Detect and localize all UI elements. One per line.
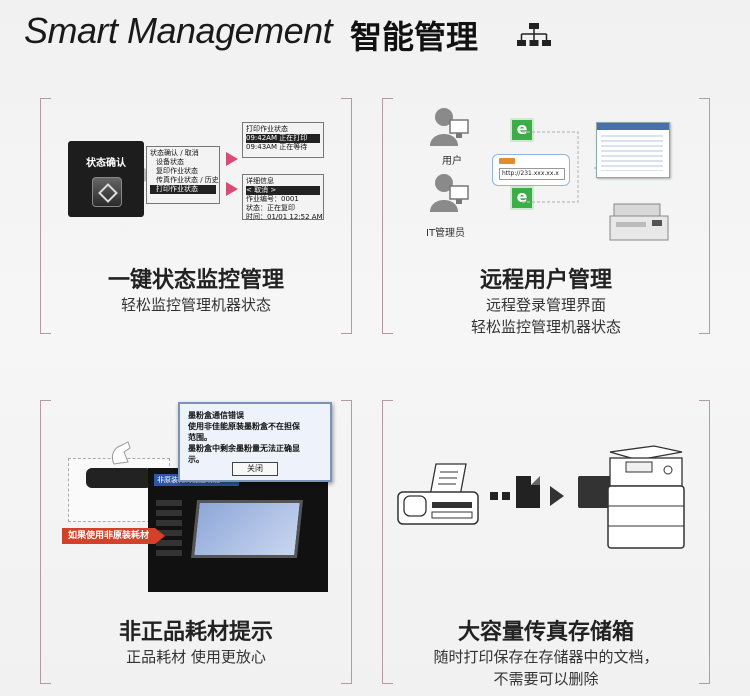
page-header: Smart Management 智能管理 xyxy=(0,0,750,70)
menu-line: 传真作业状态 / 历史 xyxy=(156,176,219,184)
card-desc-line: 远程登录管理界面 xyxy=(485,296,606,314)
dialog-line: 使用非佳能原装墨粉盒不在担保 xyxy=(188,422,300,431)
dialog-line: 墨粉盒通信错误 xyxy=(188,411,244,420)
org-chart-icon xyxy=(517,23,551,46)
menu-line: 设备状态 xyxy=(156,158,184,166)
arrow-icon xyxy=(226,152,238,166)
print-job-line: 09:42AM 正在打印 xyxy=(246,134,320,143)
card-desc-line: 轻松监控管理机器状态 xyxy=(120,296,271,314)
admin-person-icon xyxy=(430,174,469,212)
arrow-icon xyxy=(226,182,238,196)
control-panel-screen: 非原装耗材提醒功能 xyxy=(148,468,328,592)
arrow-right-icon xyxy=(550,486,564,506)
close-button[interactable]: 关闭 xyxy=(232,462,278,476)
bracket-left xyxy=(382,98,393,334)
dash-line xyxy=(502,492,510,500)
menu-line: 状态确认 / 取消 xyxy=(150,149,199,157)
menu-line: 复印作业状态 xyxy=(156,167,198,175)
status-button-label: 状态确认 xyxy=(86,158,126,169)
dialog-line: 墨粉盒中剩余墨粉量无法正确显 xyxy=(188,444,300,453)
detail-line: 时间：01/01 12:52 AM xyxy=(246,213,323,221)
detail-line: 状态：正在复印 xyxy=(246,204,295,212)
url-header-bar xyxy=(499,158,515,164)
bracket-left xyxy=(40,400,51,684)
card-description: 远程登录管理界面 轻松监控管理机器状态 xyxy=(382,294,710,338)
remote-ui-content xyxy=(601,135,663,171)
card-desc-line: 不需要可以删除 xyxy=(493,670,599,688)
card-desc-line: 正品耗材 使用更放心 xyxy=(126,648,266,666)
url-text: http://231.xxx.xx.x xyxy=(499,168,565,180)
title-english: Smart Management xyxy=(24,10,333,51)
printer-icon xyxy=(609,203,669,241)
detail-screen-title: 详细信息 xyxy=(246,177,274,185)
browser-icon: e xyxy=(510,118,534,142)
card-desc-line: 轻松监控管理机器状态 xyxy=(470,318,621,336)
card-non-genuine-warning: 非原装耗材提醒功能 如果使用非原装耗材 墨粉盒通信错误 使用非佳能原装墨粉盒不在… xyxy=(40,400,352,684)
menu-screen: 状态确认 / 取消 设备状态 复印作业状态 传真作业状态 / 历史 打印作业状态 xyxy=(146,146,220,204)
card-status-monitor: 状态确认 状态确认 / 取消 设备状态 复印作业状态 传真作业状态 / 历史 打… xyxy=(40,98,352,334)
error-dialog: 墨粉盒通信错误 使用非佳能原装墨粉盒不在担保 范围。 墨粉盒中剩余墨粉量无法正确… xyxy=(178,402,332,482)
fax-machine-icon xyxy=(397,463,479,525)
card-description: 轻松监控管理机器状态 xyxy=(40,294,352,316)
remote-ui-window xyxy=(596,122,670,178)
user-label: 用户 xyxy=(442,156,462,167)
title-chinese: 智能管理 xyxy=(350,18,479,56)
doc-fold xyxy=(531,476,540,485)
user-person-icon xyxy=(430,108,469,146)
bracket-right xyxy=(699,98,710,334)
bracket-right xyxy=(341,98,352,334)
dialog-text: 墨粉盒通信错误 使用非佳能原装墨粉盒不在担保 范围。 墨粉盒中剩余墨粉量无法正确… xyxy=(188,410,300,465)
detail-screen: 详细信息 < 取消 > 作业编号：0001 状态：正在复印 时间：01/01 1… xyxy=(242,174,324,221)
remote-ui-header xyxy=(597,123,669,130)
dialog-line: 示。 xyxy=(188,455,204,464)
card-fax-storage: 大容量传真存储箱 随时打印保存在存储器中的文档， 不需要可以删除 xyxy=(382,400,710,688)
lcd-display xyxy=(190,500,304,558)
print-job-screen: 打印作业状态 09:42AM 正在打印 09:43AM 正在等待 xyxy=(242,122,324,158)
hand-icon xyxy=(111,441,131,465)
card-title: 远程用户管理 xyxy=(479,268,612,293)
card-description: 随时打印保存在存储器中的文档， 不需要可以删除 xyxy=(382,646,710,690)
card-desc-line: 随时打印保存在存储器中的文档， xyxy=(433,648,659,666)
multifunction-printer-icon xyxy=(607,445,685,549)
menu-line-selected: 打印作业状态 xyxy=(150,185,216,194)
card-remote-management: 用户 IT管理员 e e http://231.xxx.xx.x 远程用户管理 … xyxy=(382,98,710,336)
print-screen-title: 打印作业状态 xyxy=(246,125,288,133)
card-description: 正品耗材 使用更放心 xyxy=(40,646,352,668)
bracket-right xyxy=(699,400,710,684)
bracket-left xyxy=(382,400,393,684)
url-bubble: http://231.xxx.xx.x xyxy=(492,154,570,186)
document-icon xyxy=(516,476,540,508)
diamond-icon xyxy=(98,183,118,203)
card-title: 非正品耗材提示 xyxy=(118,620,273,645)
dash-line xyxy=(490,492,498,500)
status-key xyxy=(92,177,122,207)
print-job-line: 09:43AM 正在等待 xyxy=(246,143,308,151)
card-title: 一键状态监控管理 xyxy=(107,268,284,293)
detail-line: 作业编号：0001 xyxy=(246,195,299,203)
detail-line: < 取消 > xyxy=(246,186,320,195)
bracket-right xyxy=(341,400,352,684)
status-check-button-graphic: 状态确认 xyxy=(68,141,144,217)
card-title: 大容量传真存储箱 xyxy=(457,620,634,645)
callout-tag: 如果使用非原装耗材 xyxy=(62,528,166,544)
toner-cartridge xyxy=(86,468,152,488)
browser-icon: e xyxy=(510,186,534,210)
admin-label: IT管理员 xyxy=(426,228,466,239)
dialog-line: 范围。 xyxy=(188,433,212,442)
bracket-left xyxy=(40,98,51,334)
